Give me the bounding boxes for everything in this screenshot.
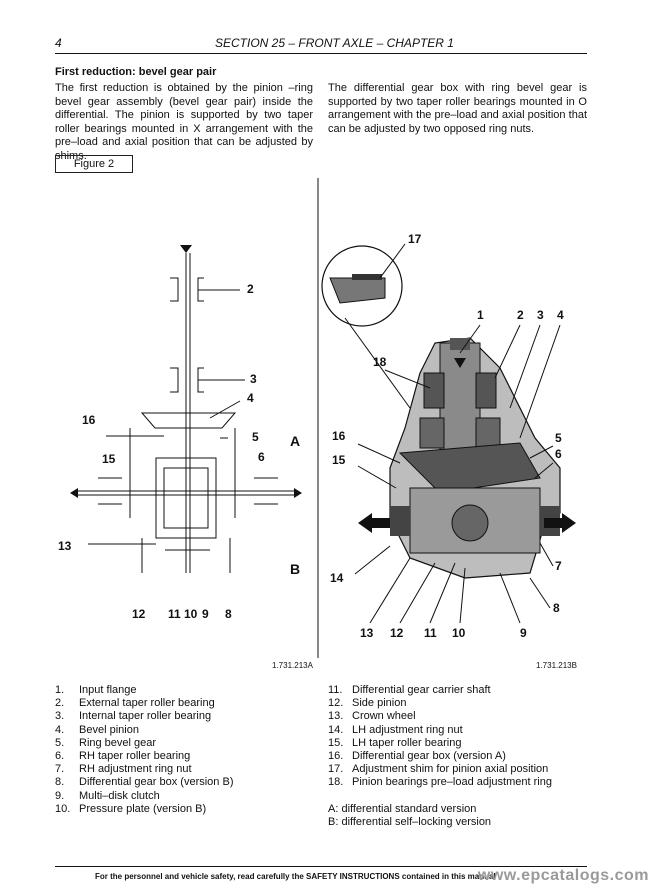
callout-b-18: 18 [373, 355, 387, 369]
callout-b-14: 14 [330, 571, 344, 585]
version-mark-b: B [290, 561, 300, 577]
callout-b-15: 15 [332, 453, 346, 467]
callout-a-5: 5 [252, 430, 259, 444]
legend-item: 8.Differential gear box (version B) [55, 776, 234, 789]
cutaway-drawing [321, 243, 576, 624]
callout-a-10: 10 [184, 607, 198, 621]
legend-item: 5.Ring bevel gear [55, 736, 157, 749]
section-heading: First reduction: bevel gear pair [55, 66, 217, 78]
callout-b-6: 6 [555, 447, 562, 461]
right-paragraph: The differential gear box with ring beve… [328, 82, 587, 135]
left-paragraph: The first reduction is obtained by the p… [55, 82, 313, 162]
callout-a-11: 11 [168, 607, 181, 621]
legend-item: 13.Crown wheel [328, 710, 416, 723]
cutaway-left-arrow-icon [358, 513, 372, 533]
footer-safety-note: For the personnel and vehicle safety, re… [95, 872, 496, 881]
legend-right: 11.Differential gear carrier shaft 12.Si… [328, 684, 552, 829]
callout-a-8: 8 [225, 607, 232, 621]
version-a-note: A: differential standard version [328, 802, 477, 815]
callout-b-2: 2 [517, 308, 524, 322]
legend-item: 14.LH adjustment ring nut [328, 723, 463, 736]
legend-item: 1.Input flange [55, 684, 137, 696]
callout-b-5: 5 [555, 431, 562, 445]
callout-a-2: 2 [247, 282, 254, 296]
callout-b-12: 12 [390, 626, 404, 640]
callout-b-4: 4 [557, 308, 564, 322]
footer-rule [55, 866, 587, 867]
callout-b-11: 11 [424, 626, 437, 640]
callout-a-12: 12 [132, 607, 146, 621]
legend-item: 18.Pinion bearings pre–load adjustment r… [328, 776, 552, 789]
header-rule [55, 53, 587, 54]
callout-b-3: 3 [537, 308, 544, 322]
legend-left: 1.Input flange 2.External taper roller b… [55, 684, 233, 816]
figure-2-diagram: 2 3 4 5 6 15 16 13 12 11 10 9 8 A B 1.73… [58, 178, 577, 670]
cutaway-right-arrow-icon [562, 513, 576, 533]
legend-item: 9.Multi–disk clutch [55, 789, 160, 802]
callout-b-7: 7 [555, 559, 562, 573]
left-output-arrow-icon [70, 488, 78, 498]
page-number: 4 [55, 36, 62, 50]
version-b-note: B: differential self–locking version [328, 815, 492, 828]
callout-b-1: 1 [477, 308, 484, 322]
version-mark-a: A [290, 433, 300, 449]
callout-b-16: 16 [332, 429, 346, 443]
right-output-arrow-icon [294, 488, 302, 498]
callout-a-3: 3 [250, 372, 257, 386]
legend-item: 3.Internal taper roller bearing [55, 710, 212, 723]
legend-item: 17.Adjustment shim for pinion axial posi… [328, 763, 549, 776]
figure-label: Figure 2 [55, 155, 133, 173]
input-arrow-icon [180, 245, 192, 253]
legend-item: 2.External taper roller bearing [55, 697, 215, 710]
legend-item: 4.Bevel pinion [55, 723, 139, 736]
callout-b-9: 9 [520, 626, 527, 640]
caption-left: 1.731.213A [272, 661, 314, 670]
callout-b-17: 17 [408, 232, 422, 246]
callout-a-9: 9 [202, 607, 209, 621]
section-title: SECTION 25 – FRONT AXLE – CHAPTER 1 [215, 36, 454, 50]
callout-b-13: 13 [360, 626, 374, 640]
legend-item: 12.Side pinion [328, 697, 407, 710]
callout-b-10: 10 [452, 626, 466, 640]
callout-a-4: 4 [247, 391, 254, 405]
schematic-a-b [70, 245, 302, 573]
legend-item: 11.Differential gear carrier shaft [328, 684, 491, 696]
legend-item: 6.RH taper roller bearing [55, 750, 191, 763]
caption-right: 1.731.213B [536, 661, 577, 670]
callout-a-6: 6 [258, 450, 265, 464]
legend-item: 10.Pressure plate (version B) [55, 802, 207, 815]
legend-item: 15.LH taper roller bearing [328, 736, 462, 749]
watermark: www.epcatalogs.com [477, 867, 649, 884]
legend-item: 16.Differential gear box (version A) [328, 750, 506, 763]
callout-a-16: 16 [82, 413, 96, 427]
callout-a-15: 15 [102, 452, 116, 466]
legend-item: 7.RH adjustment ring nut [55, 763, 192, 776]
callout-b-8: 8 [553, 601, 560, 615]
callout-a-13: 13 [58, 539, 72, 553]
